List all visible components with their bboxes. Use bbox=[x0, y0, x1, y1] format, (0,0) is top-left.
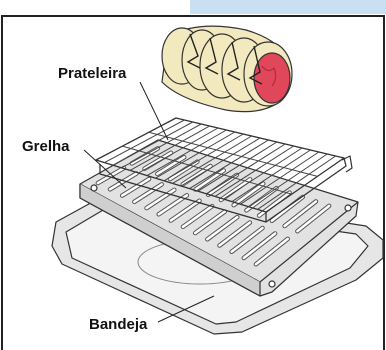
label-prateleira: Prateleira bbox=[58, 65, 126, 82]
label-bandeja: Bandeja bbox=[89, 316, 147, 333]
roast-meat-illustration bbox=[162, 26, 292, 111]
label-grelha: Grelha bbox=[22, 138, 70, 155]
leader-prateleira bbox=[140, 82, 168, 140]
header-band bbox=[190, 0, 386, 14]
